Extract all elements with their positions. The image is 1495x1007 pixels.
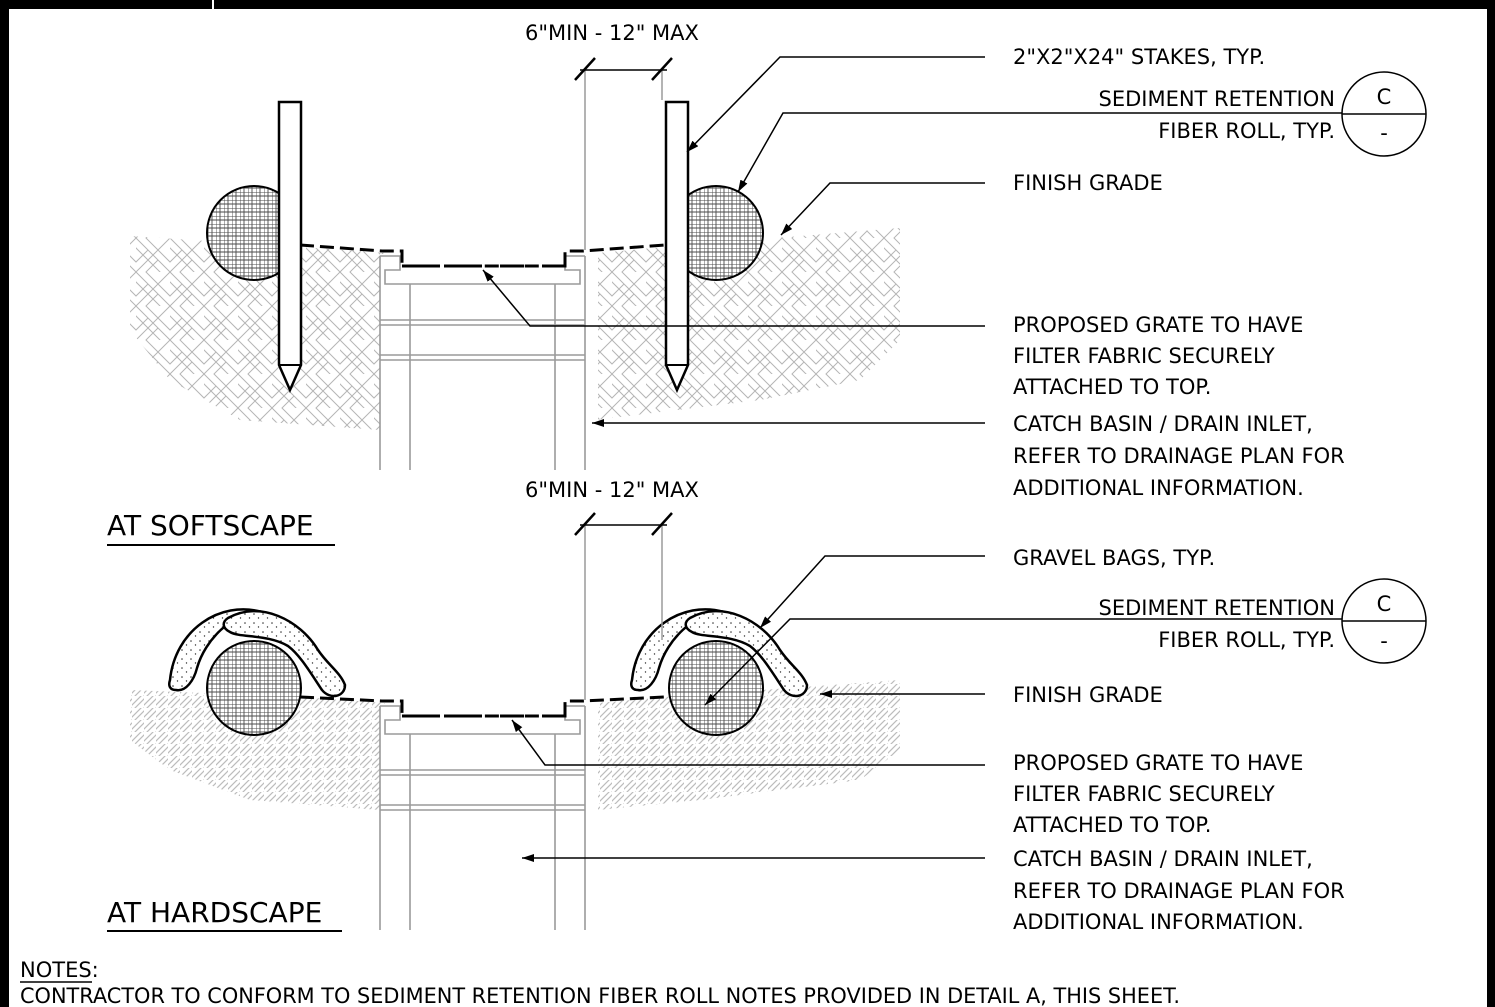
title-hardscape: AT HARDSCAPE: [107, 896, 322, 929]
dimension-label-hard: 6"MIN - 12" MAX: [525, 478, 699, 502]
detail-sheet-hard: -: [1380, 629, 1388, 653]
detail-letter-soft: C: [1377, 85, 1392, 109]
label-gravel-bags: GRAVEL BAGS, TYP.: [1013, 546, 1215, 570]
label-basin-3-soft: ADDITIONAL INFORMATION.: [1013, 476, 1304, 500]
dimension-soft: [574, 57, 673, 250]
notes-block: NOTES: CONTRACTOR TO CONFORM TO SEDIMENT…: [20, 958, 1180, 1007]
label-basin-2-soft: REFER TO DRAINAGE PLAN FOR: [1013, 444, 1345, 468]
catch-basin-soft: [379, 255, 586, 470]
label-basin-1-hard: CATCH BASIN / DRAIN INLET,: [1013, 847, 1313, 871]
soil-hatch: [130, 228, 900, 470]
label-grate-3-soft: ATTACHED TO TOP.: [1013, 375, 1211, 399]
label-stakes: 2"X2"X24" STAKES, TYP.: [1013, 45, 1265, 69]
filter-fabric-soft: [299, 243, 666, 268]
fiber-roll-left-hard: [206, 640, 302, 736]
detail-sheet-soft: -: [1380, 121, 1388, 145]
label-basin-1-soft: CATCH BASIN / DRAIN INLET,: [1013, 412, 1313, 436]
label-fiber-roll-1-soft: SEDIMENT RETENTION: [1099, 87, 1336, 111]
leaders-soft: [482, 56, 1353, 427]
label-grate-2-hard: FILTER FABRIC SECURELY: [1013, 782, 1275, 806]
label-grate-2-soft: FILTER FABRIC SECURELY: [1013, 344, 1275, 368]
label-grate-3-hard: ATTACHED TO TOP.: [1013, 813, 1211, 837]
label-fiber-roll-2-soft: FIBER ROLL, TYP.: [1158, 119, 1335, 143]
detail-letter-hard: C: [1377, 592, 1392, 616]
gravel-bags-left: [168, 608, 347, 698]
fiber-roll-right-hard: [668, 640, 764, 736]
leaders-hard: [511, 555, 1353, 862]
label-finish-grade-soft: FINISH GRADE: [1013, 171, 1163, 195]
label-fiber-roll-2-hard: FIBER ROLL, TYP.: [1158, 628, 1335, 652]
label-fiber-roll-1-hard: SEDIMENT RETENTION: [1099, 596, 1336, 620]
label-basin-2-hard: REFER TO DRAINAGE PLAN FOR: [1013, 879, 1345, 903]
detail-bubble-soft: C -: [1341, 71, 1427, 157]
label-finish-grade-hard: FINISH GRADE: [1013, 683, 1163, 707]
stake-right: [664, 100, 690, 394]
dimension-label-soft: 6"MIN - 12" MAX: [525, 21, 699, 45]
softscape-section: 6"MIN - 12" MAX 2"X2"X24" STAKES, TYP. S…: [107, 21, 1427, 546]
hardscape-section: 6"MIN - 12" MAX GRAVEL BAGS, TYP. SEDIME…: [107, 478, 1427, 934]
label-grate-1-hard: PROPOSED GRATE TO HAVE: [1013, 751, 1303, 775]
stake-left: [277, 100, 303, 394]
label-basin-3-hard: ADDITIONAL INFORMATION.: [1013, 910, 1304, 934]
detail-bubble-hard: C -: [1341, 578, 1427, 664]
notes-text: CONTRACTOR TO CONFORM TO SEDIMENT RETENT…: [20, 984, 1180, 1007]
filter-fabric-hard: [299, 695, 666, 718]
dimension-hard: [574, 512, 673, 700]
notes-heading: NOTES:: [20, 958, 99, 982]
label-grate-1-soft: PROPOSED GRATE TO HAVE: [1013, 313, 1303, 337]
catch-basin-hard: [379, 705, 586, 930]
title-softscape: AT SOFTSCAPE: [107, 509, 314, 542]
